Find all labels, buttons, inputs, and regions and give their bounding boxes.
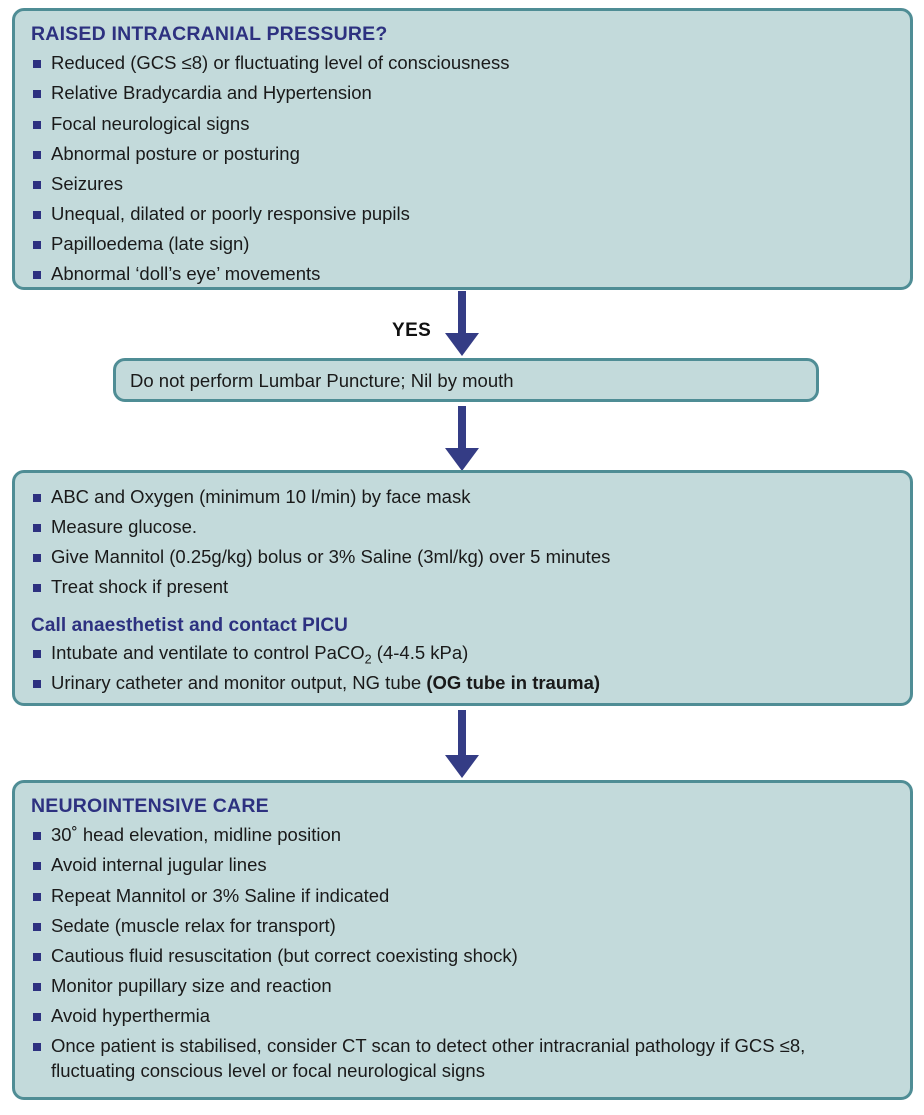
node-do-not-perform-lp: Do not perform Lumbar Puncture; Nil by m…: [113, 358, 819, 402]
bullet-square-icon: [33, 180, 41, 189]
list-item-label: Treat shock if present: [51, 576, 229, 598]
subscript-2: 2: [364, 652, 372, 667]
list-item: Treat shock if present: [31, 575, 894, 600]
list-item: Give Mannitol (0.25g/kg) bolus or 3% Sal…: [31, 545, 894, 570]
bullet-square-icon: [33, 952, 41, 961]
arrow-down-1: [445, 291, 479, 356]
arrow-down-3: [445, 710, 479, 778]
list-item: Avoid internal jugular lines: [31, 853, 894, 878]
bullet-square-icon: [33, 240, 41, 249]
list-item-label: Reduced (GCS ≤8) or fluctuating level of…: [51, 52, 510, 74]
list-item: Abnormal ‘doll’s eye’ movements: [31, 262, 894, 287]
list-item-label: Cautious fluid resuscitation (but correc…: [51, 944, 518, 966]
list-item-label: Avoid internal jugular lines: [51, 854, 267, 876]
list-item-label: Unequal, dilated or poorly responsive pu…: [51, 202, 410, 224]
list-item: Sedate (muscle relax for transport): [31, 914, 894, 939]
list-item-label: 30˚ head elevation, midline position: [51, 824, 342, 846]
list-item: Unequal, dilated or poorly responsive pu…: [31, 202, 894, 227]
list-item: Cautious fluid resuscitation (but correc…: [31, 944, 894, 969]
bullet-square-icon: [33, 120, 41, 129]
list-item-label: Abnormal ‘doll’s eye’ movements: [51, 263, 321, 285]
list-item-label: ABC and Oxygen (minimum 10 l/min) by fac…: [51, 486, 471, 507]
list-item-label: Avoid hyperthermia: [51, 1004, 211, 1026]
node3-bullet-list: ABC and Oxygen (minimum 10 l/min) by fac…: [31, 485, 894, 600]
bullet-square-icon: [33, 982, 41, 991]
bullet-square-icon: [33, 60, 41, 69]
list-item: Focal neurological signs: [31, 112, 894, 137]
list-item: Repeat Mannitol or 3% Saline if indicate…: [31, 884, 894, 909]
arrow-head-icon: [445, 755, 479, 778]
list-item-label-part2: (4-4.5 kPa): [371, 641, 469, 663]
arrow-shaft: [458, 291, 466, 333]
list-item-label: Papilloedema (late sign): [51, 232, 250, 254]
node3-subheading: Call anaesthetist and contact PICU: [31, 614, 348, 636]
list-item: Abnormal posture or posturing: [31, 142, 894, 167]
list-item-label: Repeat Mannitol or 3% Saline if indicate…: [51, 884, 390, 906]
list-item-label-bold: (OG tube in trauma): [426, 671, 601, 693]
node4-heading: NEUROINTENSIVE CARE: [31, 795, 269, 817]
arrow-head-icon: [445, 448, 479, 471]
bullet-square-icon: [33, 524, 41, 533]
node3-bullet-list-2: Intubate and ventilate to control PaCO2 …: [31, 641, 894, 696]
node1-heading: RAISED INTRACRANIAL PRESSURE?: [31, 23, 388, 45]
list-item: Relative Bradycardia and Hypertension: [31, 81, 894, 106]
arrow-head-icon: [445, 333, 479, 356]
node4-bullet-list: 30˚ head elevation, midline position Avo…: [31, 823, 894, 1083]
bullet-square-icon: [33, 649, 41, 658]
list-item: Seizures: [31, 172, 894, 197]
list-item: Intubate and ventilate to control PaCO2 …: [31, 641, 894, 666]
list-item-label-part1: Intubate and ventilate to control PaCO: [51, 641, 365, 663]
arrow-shaft: [458, 406, 466, 448]
connector-yes-label: YES: [392, 320, 432, 341]
list-item: Reduced (GCS ≤8) or fluctuating level of…: [31, 51, 894, 76]
bullet-square-icon: [33, 679, 41, 688]
list-item: Monitor pupillary size and reaction: [31, 974, 894, 999]
list-item-label: Measure glucose.: [51, 516, 198, 538]
node-raised-intracranial-pressure: RAISED INTRACRANIAL PRESSURE? Reduced (G…: [12, 8, 913, 290]
list-item: Measure glucose.: [31, 515, 894, 540]
arrow-shaft: [458, 710, 466, 755]
list-item: ABC and Oxygen (minimum 10 l/min) by fac…: [31, 485, 894, 510]
bullet-square-icon: [33, 271, 41, 280]
bullet-square-icon: [33, 862, 41, 871]
bullet-square-icon: [33, 892, 41, 901]
list-item: Papilloedema (late sign): [31, 232, 894, 257]
bullet-square-icon: [33, 494, 41, 502]
arrow-down-2: [445, 406, 479, 471]
bullet-square-icon: [33, 554, 41, 563]
list-item: 30˚ head elevation, midline position: [31, 823, 894, 848]
bullet-square-icon: [33, 210, 41, 219]
node-neurointensive-care: NEUROINTENSIVE CARE 30˚ head elevation, …: [12, 780, 913, 1100]
bullet-square-icon: [33, 922, 41, 931]
list-item: Urinary catheter and monitor output, NG …: [31, 671, 894, 696]
list-item-label: Abnormal posture or posturing: [51, 142, 300, 164]
bullet-square-icon: [33, 832, 41, 841]
bullet-square-icon: [33, 90, 41, 99]
list-item: Once patient is stabilised, consider CT …: [31, 1034, 894, 1083]
node1-bullet-list: Reduced (GCS ≤8) or fluctuating level of…: [31, 51, 894, 286]
list-item-label: Sedate (muscle relax for transport): [51, 914, 336, 936]
list-item-label: Monitor pupillary size and reaction: [51, 974, 332, 996]
node-immediate-management: ABC and Oxygen (minimum 10 l/min) by fac…: [12, 470, 913, 706]
list-item-label: Relative Bradycardia and Hypertension: [51, 82, 372, 104]
bullet-square-icon: [33, 1012, 41, 1021]
bullet-square-icon: [33, 584, 41, 593]
list-item-label-normal: Urinary catheter and monitor output, NG …: [51, 671, 427, 693]
node2-text: Do not perform Lumbar Puncture; Nil by m…: [130, 370, 514, 391]
list-item: Avoid hyperthermia: [31, 1004, 894, 1029]
bullet-square-icon: [33, 1043, 41, 1052]
list-item-label: Seizures: [51, 172, 123, 194]
list-item-label: Give Mannitol (0.25g/kg) bolus or 3% Sal…: [51, 546, 611, 568]
list-item-label: Once patient is stabilised, consider CT …: [51, 1035, 806, 1081]
list-item-label: Focal neurological signs: [51, 112, 250, 134]
bullet-square-icon: [33, 150, 41, 159]
